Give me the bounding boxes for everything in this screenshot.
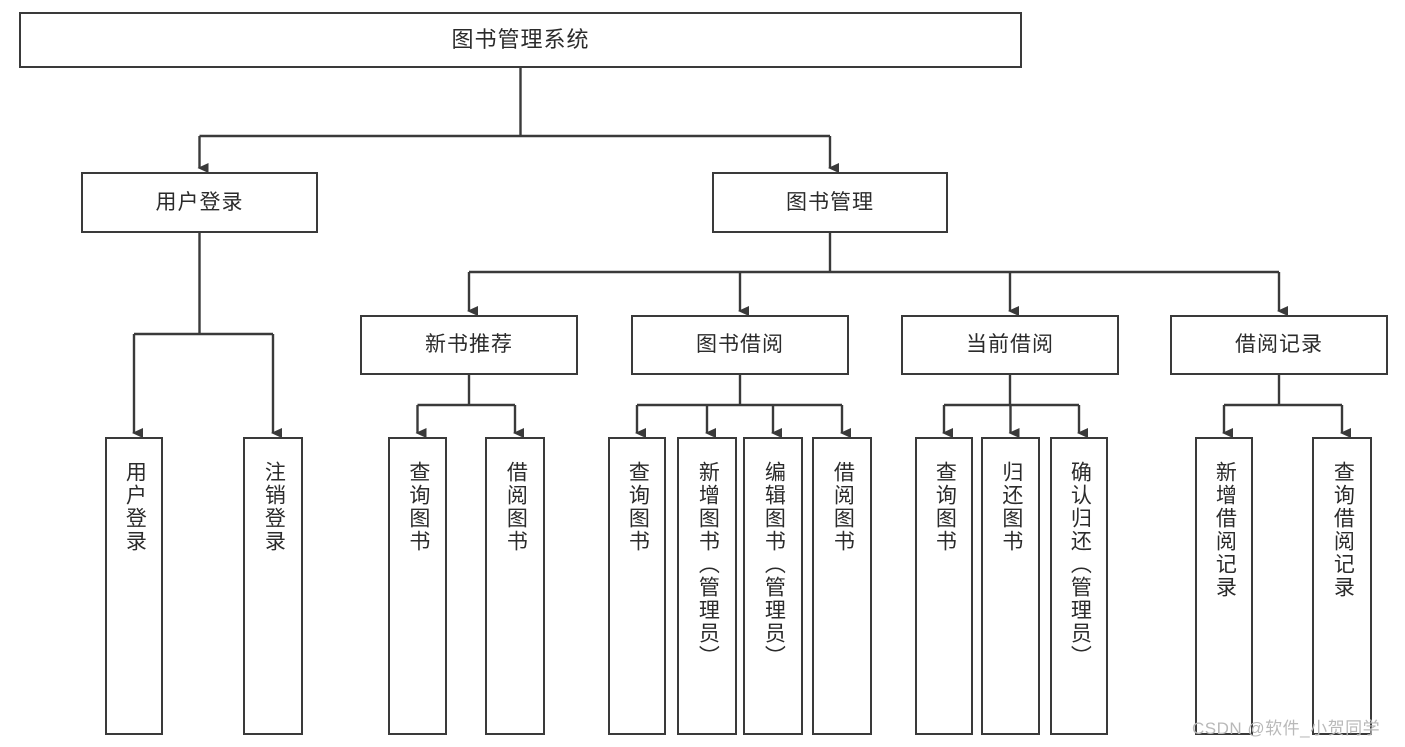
node-label: 借阅图书 (831, 461, 855, 553)
node-label: 用户登录 (155, 190, 244, 214)
node-label: 新增借阅记录 (1213, 461, 1237, 599)
node-label: 查询图书 (626, 461, 650, 553)
node-l3-当前借阅: 当前借阅 (901, 315, 1119, 375)
node-label: 借阅图书 (504, 461, 528, 553)
node-label: 用户登录 (123, 461, 147, 553)
node-leaf-借阅图书: 借阅图书 (485, 437, 545, 735)
node-leaf-确认归还管理员: 确认归还（管理员） (1050, 437, 1108, 735)
node-l2-图书管理: 图书管理 (712, 172, 948, 233)
node-root-图书管理系统: 图书管理系统 (19, 12, 1022, 68)
node-label: 图书管理 (786, 190, 874, 214)
node-label: 注销登录 (262, 461, 286, 553)
node-label: 图书借阅 (696, 333, 784, 357)
node-label: 查询图书 (406, 461, 430, 553)
node-label: 图书管理系统 (451, 26, 590, 52)
csdn-watermark: CSDN @软件_小贺同学 (1192, 719, 1381, 738)
node-leaf-注销登录: 注销登录 (243, 437, 303, 735)
node-label: 查询图书 (933, 461, 957, 553)
node-leaf-编辑图书管理员: 编辑图书（管理员） (743, 437, 803, 735)
node-leaf-用户登录: 用户登录 (105, 437, 163, 735)
node-label: 编辑图书（管理员） (762, 461, 786, 668)
node-leaf-查询借阅记录: 查询借阅记录 (1312, 437, 1372, 735)
node-leaf-查询图书: 查询图书 (608, 437, 666, 735)
node-l3-新书推荐: 新书推荐 (360, 315, 578, 375)
node-label: 当前借阅 (966, 333, 1054, 357)
node-leaf-查询图书: 查询图书 (388, 437, 447, 735)
node-label: 归还图书 (999, 461, 1023, 553)
node-leaf-新增借阅记录: 新增借阅记录 (1195, 437, 1253, 735)
node-label: 借阅记录 (1235, 333, 1323, 357)
node-l3-借阅记录: 借阅记录 (1170, 315, 1388, 375)
node-leaf-归还图书: 归还图书 (981, 437, 1040, 735)
node-leaf-新增图书管理员: 新增图书（管理员） (677, 437, 737, 735)
node-l3-图书借阅: 图书借阅 (631, 315, 849, 375)
node-leaf-借阅图书: 借阅图书 (812, 437, 872, 735)
node-leaf-查询图书: 查询图书 (915, 437, 973, 735)
node-label: 查询借阅记录 (1331, 461, 1355, 599)
node-label: 确认归还（管理员） (1068, 461, 1092, 668)
node-label: 新增图书（管理员） (696, 461, 720, 668)
node-label: 新书推荐 (425, 333, 513, 357)
node-l2-用户登录: 用户登录 (81, 172, 318, 233)
